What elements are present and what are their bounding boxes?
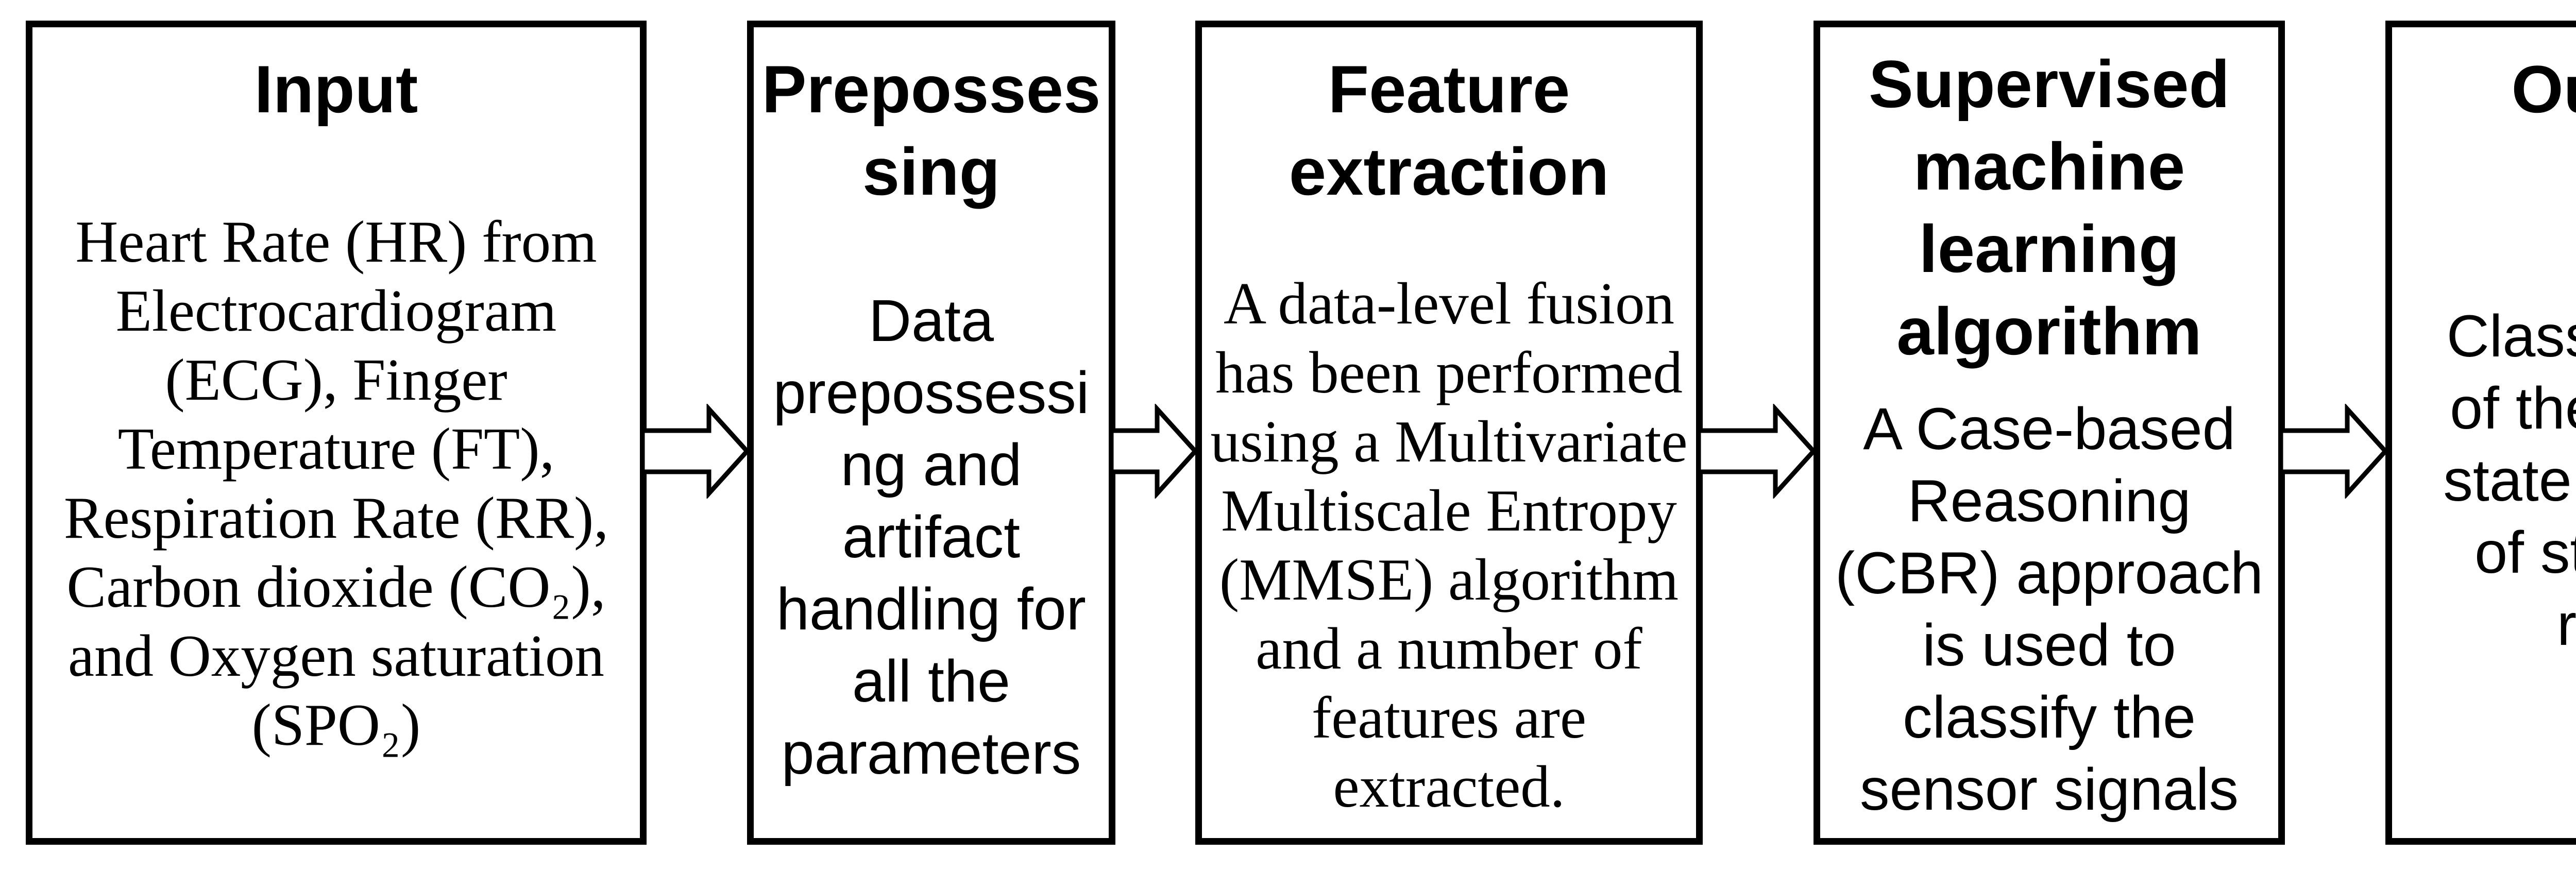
- flow-box-output: Output Classification of the mental stat…: [2385, 21, 2576, 845]
- flow-arrow-icon: [640, 404, 750, 499]
- box-title: Output: [2511, 52, 2576, 127]
- flow-box-feature-extraction: Feature extraction A data-level fusion h…: [1195, 21, 1703, 845]
- box-body: A data-level fusion has been performed u…: [1210, 271, 1688, 819]
- box-body: Data prepossessi ng and artifact handlin…: [773, 288, 1090, 787]
- box-body: Classification of the mental state in te…: [2443, 303, 2576, 658]
- flow-box-supervised-ml-algorithm: Supervised machine learning algorithm A …: [1814, 21, 2285, 845]
- box-title: Supervised machine learning algorithm: [1869, 46, 2230, 369]
- flow-arrow-icon: [2279, 404, 2388, 499]
- box-body: Heart Rate (HR) from Electrocardiogram (…: [63, 209, 609, 758]
- flow-arrow-icon: [1109, 404, 1198, 499]
- box-title: Preposses sing: [761, 52, 1101, 209]
- box-title: Feature extraction: [1289, 52, 1609, 209]
- flow-arrow-icon: [1697, 404, 1817, 499]
- box-body: A Case-based Reasoning (CBR) approach is…: [1835, 396, 2263, 823]
- flow-box-input: Input Heart Rate (HR) from Electrocardio…: [26, 21, 647, 845]
- flow-box-prepossessing: Preposses sing Data prepossessi ng and a…: [747, 21, 1115, 845]
- box-title: Input: [254, 52, 418, 127]
